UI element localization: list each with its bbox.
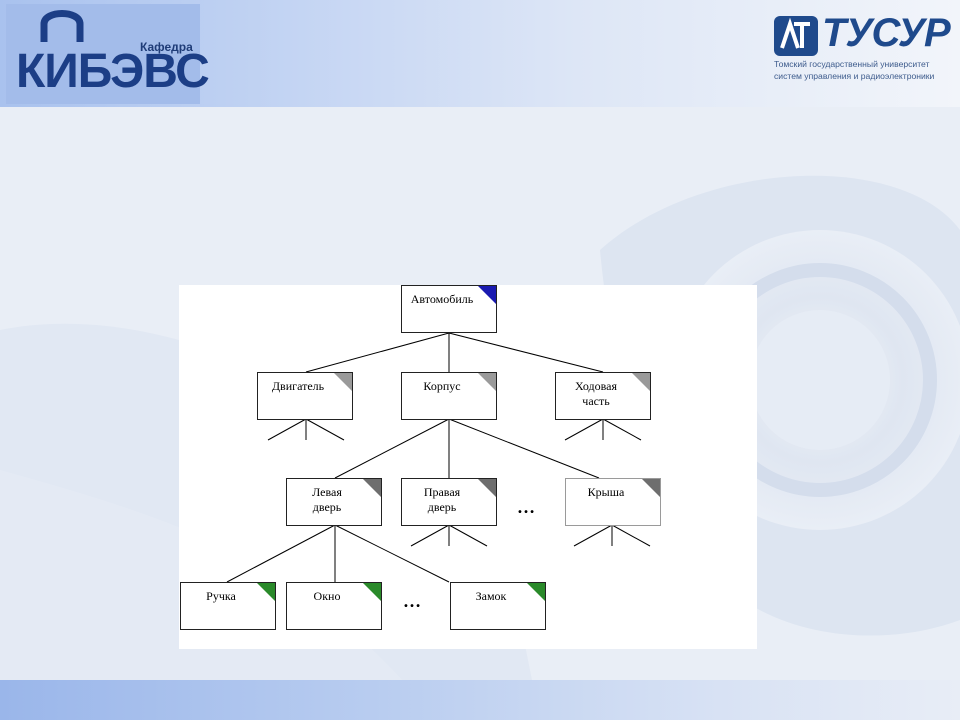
node-automobile: Автомобиль <box>401 285 497 333</box>
node-marker-icon <box>527 583 545 601</box>
node-engine: Двигатель <box>257 372 353 420</box>
ellipsis-level2: … <box>517 497 536 517</box>
logo-name: КИБЭВС <box>16 45 210 98</box>
node-handle: Ручка <box>180 582 276 630</box>
node-label: Ходовая часть <box>574 379 618 408</box>
node-label: Ручка <box>206 589 236 603</box>
node-marker-icon <box>257 583 275 601</box>
node-label: Корпус <box>423 379 461 393</box>
node-label: Правая дверь <box>423 485 461 514</box>
hierarchy-diagram: Автомобиль Двигатель Корпус Ходовая част… <box>179 285 757 649</box>
node-label: Крыша <box>587 485 625 499</box>
node-marker-icon <box>478 479 496 497</box>
node-roof: Крыша <box>565 478 661 526</box>
node-right-door: Правая дверь <box>401 478 497 526</box>
node-body: Корпус <box>401 372 497 420</box>
node-label: Левая дверь <box>312 485 342 514</box>
footer-band <box>0 680 960 720</box>
tusur-subtitle-line2: систем управления и радиоэлектроники <box>774 71 935 81</box>
node-label: Замок <box>475 589 507 603</box>
node-left-door: Левая дверь <box>286 478 382 526</box>
node-window: Окно <box>286 582 382 630</box>
node-chassis: Ходовая часть <box>555 372 651 420</box>
node-marker-icon <box>478 286 496 304</box>
node-marker-icon <box>642 479 660 497</box>
kibevs-logo <box>6 4 200 104</box>
tusur-subtitle: Томский государственный университет сист… <box>774 58 958 82</box>
node-marker-icon <box>632 373 650 391</box>
node-marker-icon <box>363 583 381 601</box>
node-lock: Замок <box>450 582 546 630</box>
node-marker-icon <box>478 373 496 391</box>
logo-caption: Кафедра <box>140 40 193 54</box>
ellipsis-level3: … <box>403 591 422 611</box>
node-label: Автомобиль <box>410 292 474 306</box>
tusur-emblem-icon <box>774 16 818 56</box>
connector-lines <box>226 332 651 583</box>
tusur-name: ТУСУР <box>822 11 951 55</box>
padlock-icon <box>40 10 84 44</box>
node-label: Окно <box>313 589 341 603</box>
node-marker-icon <box>334 373 352 391</box>
tusur-subtitle-line1: Томский государственный университет <box>774 59 930 69</box>
node-label: Двигатель <box>271 379 325 393</box>
node-marker-icon <box>363 479 381 497</box>
